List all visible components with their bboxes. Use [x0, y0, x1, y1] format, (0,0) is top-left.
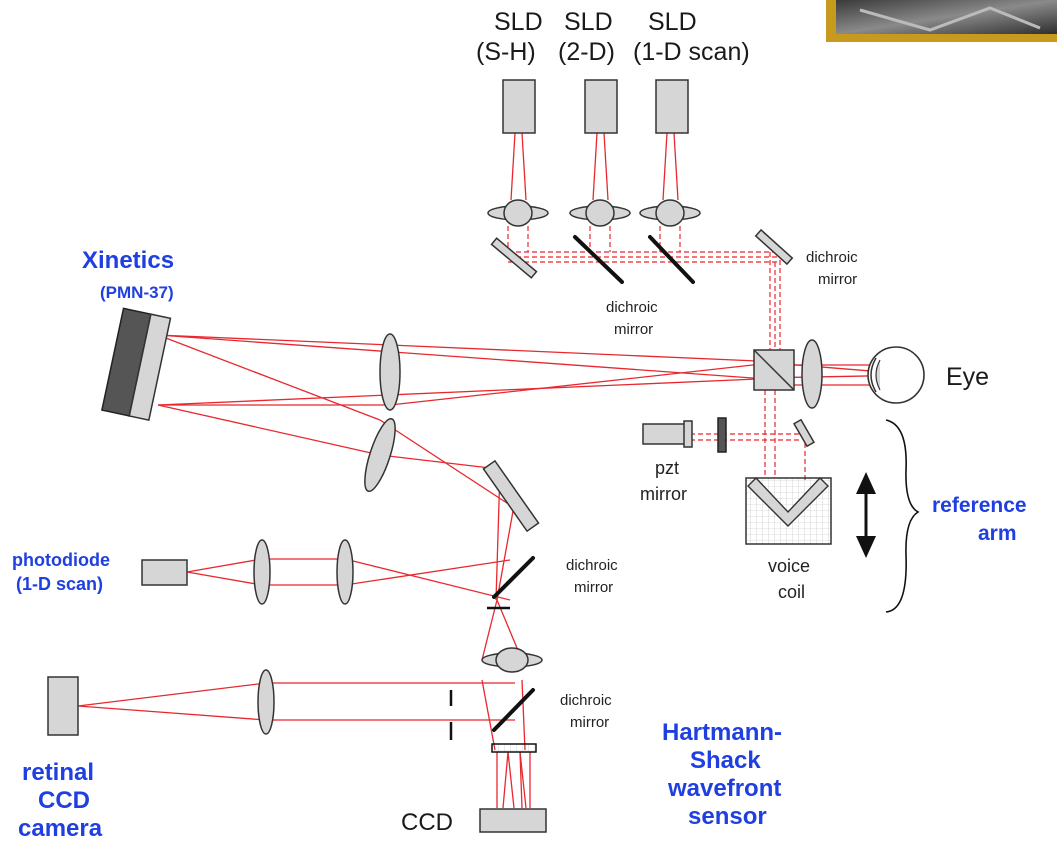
sld-2d-box: [584, 79, 618, 134]
xinetics-model-label: (PMN-37): [100, 283, 174, 302]
combining-mirrors: [490, 228, 794, 284]
motion-arrow-icon: [856, 472, 876, 558]
eye-icon: [867, 346, 925, 404]
sensor-label: sensor: [688, 803, 767, 830]
sld-sh-line2: (S-H): [476, 38, 536, 66]
xinetics-deformable-mirror: [101, 307, 172, 421]
retinal-lens: [257, 669, 275, 735]
hs-lens: [481, 647, 543, 673]
lens-2d: [569, 199, 631, 227]
eye-label: Eye: [946, 363, 989, 391]
dichroic-mid-label-1: dichroic: [606, 299, 658, 316]
dichroic-top-right-label-1: dichroic: [806, 249, 858, 266]
reference-arm-components: [642, 417, 920, 613]
photo-thumbnail: [826, 0, 1057, 42]
voice-coil-label-2: coil: [778, 582, 805, 602]
dichroic-retinal-label-1: dichroic: [560, 692, 612, 709]
reference-brace: [885, 419, 920, 613]
voice-coil-label-1: voice: [768, 556, 810, 576]
pzt-label-1: pzt: [655, 458, 679, 478]
sld-1d-line2: (1-D scan): [633, 38, 750, 66]
eye-lens: [801, 339, 823, 409]
relay-lens-1: [379, 333, 401, 411]
sld-sh-box: [502, 79, 536, 134]
hartmann-shack-arm: [47, 647, 547, 833]
aperture-plate: [717, 417, 727, 453]
lenslet-array: [491, 743, 537, 753]
collimating-lenses: [487, 199, 701, 227]
shack-label: Shack: [690, 747, 761, 774]
dichroic-mirror-retinal: [492, 688, 535, 732]
hartmann-label: Hartmann-: [662, 719, 782, 746]
sld-2d-line1: SLD: [564, 8, 613, 36]
sld-1d-box: [655, 79, 689, 134]
photodiode-lens-2: [336, 539, 354, 605]
reference-small-mirror: [793, 418, 815, 448]
ccd-label: CCD: [401, 809, 453, 836]
dichroic-top-right-label-2: mirror: [818, 271, 857, 288]
sld-2d-line2: (2-D): [558, 38, 615, 66]
sld-sh-line1: SLD: [494, 8, 543, 36]
retinal-ccd-box: [47, 676, 79, 736]
photodiode-label: photodiode: [12, 550, 110, 570]
dichroic-photodiode-label-1: dichroic: [566, 557, 618, 574]
relay-lenses: [364, 333, 401, 493]
photodiode-arm: [141, 539, 535, 610]
labels: SLD (S-H) SLD (2-D) SLD (1-D scan) dichr…: [12, 8, 1027, 842]
dichroic-retinal-label-2: mirror: [570, 714, 609, 731]
photodiode-scan-label: (1-D scan): [16, 574, 103, 594]
pzt-body: [642, 423, 686, 445]
pzt-label-2: mirror: [640, 484, 687, 504]
photodiode-lens-1: [253, 539, 271, 605]
dichroic-mid-label-2: mirror: [614, 321, 653, 338]
fold-mirror: [482, 459, 540, 533]
dichroic-photodiode-label-2: mirror: [574, 579, 613, 596]
lens-1d: [639, 199, 701, 227]
wavefront-label: wavefront: [667, 775, 781, 802]
pzt-head: [683, 420, 693, 448]
lens-sh: [487, 199, 549, 227]
ccd-box: [479, 808, 547, 833]
sld-1d-line1: SLD: [648, 8, 697, 36]
retinal-camera-label: camera: [18, 815, 103, 842]
retroreflector: [747, 476, 829, 527]
sld-beams: [507, 132, 781, 352]
retinal-ccd-label: CCD: [38, 787, 90, 814]
xinetics-label: Xinetics: [82, 247, 174, 274]
photodiode-box: [141, 559, 188, 586]
beamsplitter-cube: [753, 349, 795, 391]
reference-arm-label-1: reference: [932, 494, 1027, 517]
reference-arm-label-2: arm: [978, 522, 1017, 545]
dichroic-mirror-photodiode: [492, 556, 535, 599]
sld-sources: [502, 79, 689, 134]
retinal-label: retinal: [22, 759, 94, 786]
relay-lens-2: [364, 417, 396, 493]
